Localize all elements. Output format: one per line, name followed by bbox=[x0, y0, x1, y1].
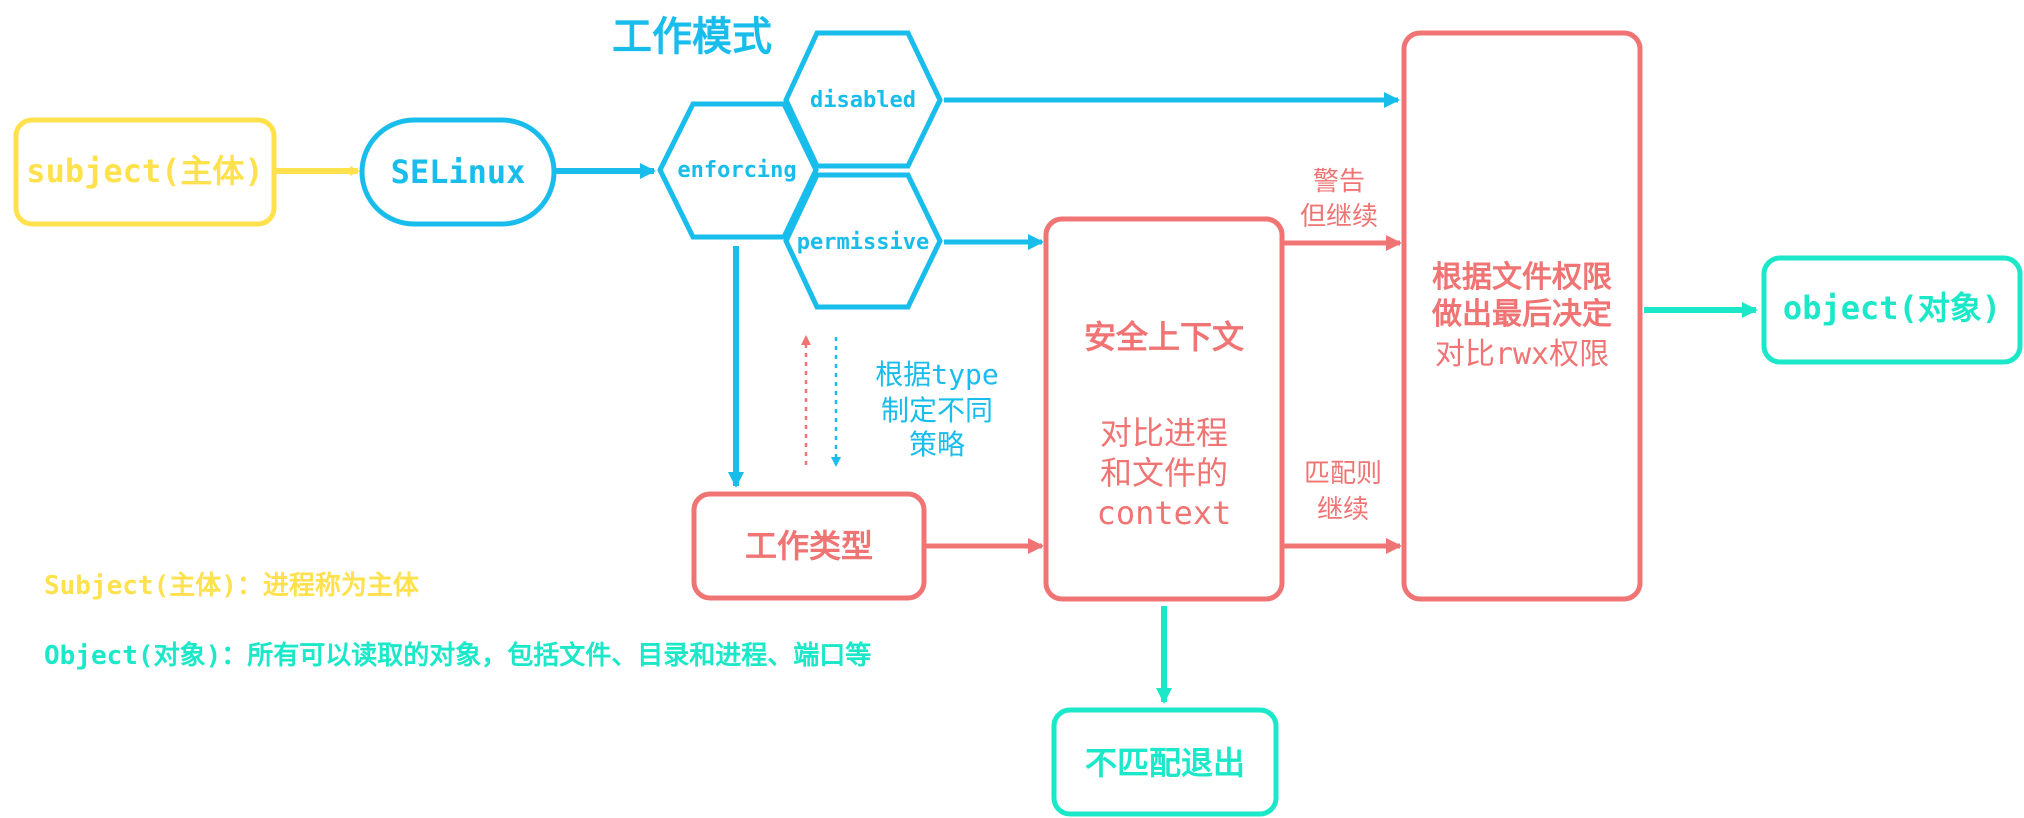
subject-box-label: subject(主体) bbox=[26, 152, 263, 190]
warn-label-line1: 警告 bbox=[1313, 167, 1365, 197]
enforcing-label: enforcing bbox=[677, 158, 796, 183]
warn-label-line2: 但继续 bbox=[1300, 202, 1378, 232]
object-box-label: object(对象) bbox=[1783, 289, 2001, 327]
context-title: 安全上下文 bbox=[1084, 318, 1244, 356]
policy-note-line2: 制定不同 bbox=[881, 394, 993, 427]
decision-box bbox=[1401, 30, 1643, 602]
match-label-line2: 继续 bbox=[1317, 495, 1369, 525]
disabled-hexagon bbox=[783, 30, 943, 169]
context-line1: 对比进程 bbox=[1100, 414, 1228, 452]
disabled-label: disabled bbox=[810, 88, 916, 113]
legend-subject: Subject(主体)：进程称为主体 bbox=[44, 571, 420, 601]
policy-note-line3: 策略 bbox=[909, 428, 965, 461]
diagram-title: 工作模式 bbox=[612, 14, 772, 60]
match-label-line1: 匹配则 bbox=[1304, 459, 1382, 489]
decision-line1: 根据文件权限 bbox=[1432, 260, 1612, 295]
nomatch-box bbox=[1051, 707, 1279, 817]
object-box bbox=[1761, 255, 2023, 365]
permissive-label: permissive bbox=[797, 230, 929, 255]
context-box bbox=[1043, 216, 1285, 602]
permissive-hexagon bbox=[783, 172, 943, 310]
selinux-box-label: SELinux bbox=[391, 153, 526, 191]
context-line2: 和文件的 bbox=[1100, 454, 1228, 492]
policy-note-line1: 根据type bbox=[875, 358, 998, 391]
context-line3: context bbox=[1097, 494, 1232, 532]
decision-line2: 做出最后决定 bbox=[1431, 297, 1612, 332]
nomatch-label: 不匹配退出 bbox=[1085, 744, 1245, 782]
legend-object: Object(对象)：所有可以读取的对象，包括文件、目录和进程、端口等 bbox=[44, 640, 871, 671]
enforcing-hexagon bbox=[657, 101, 819, 240]
decision-line3: 对比rwx权限 bbox=[1435, 337, 1609, 372]
work-type-label: 工作类型 bbox=[745, 527, 873, 565]
